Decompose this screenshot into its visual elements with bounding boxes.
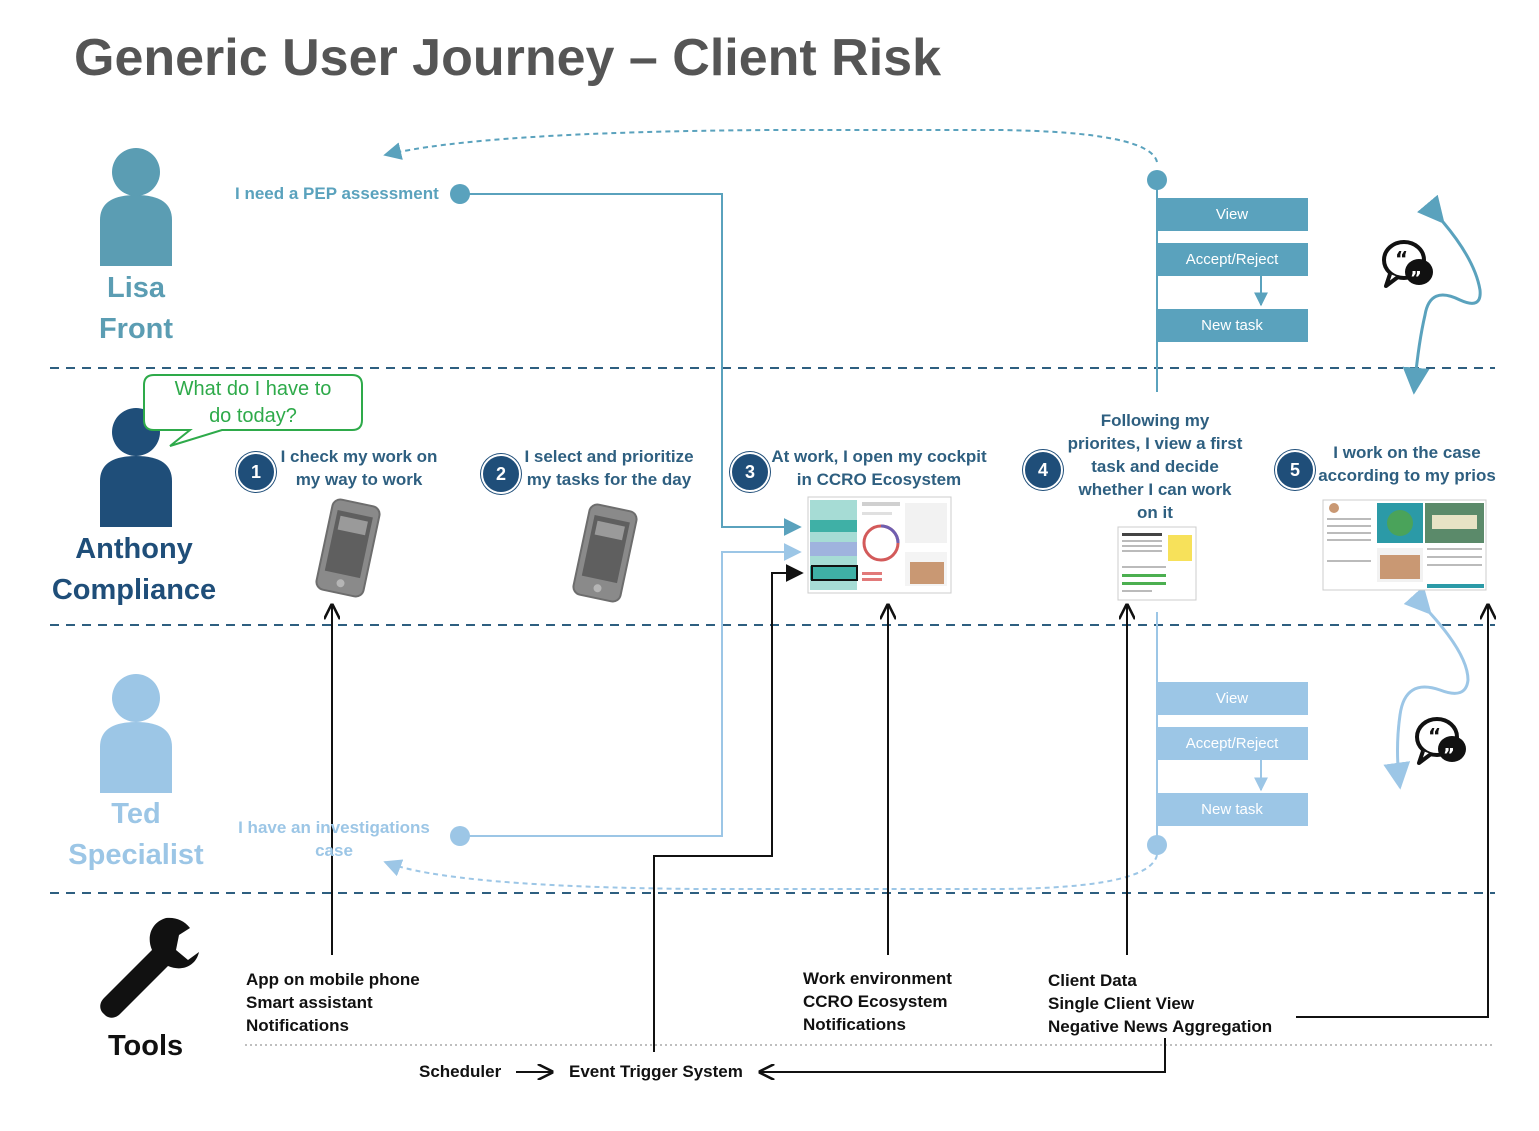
step-line: I check my work on <box>280 447 438 466</box>
lisa-feedback-loop <box>383 129 1158 163</box>
wrench-icon <box>100 917 199 1018</box>
tools-group-mobile: App on mobile phone Smart assistant Noti… <box>246 968 420 1037</box>
persona-lisa: Lisa Front <box>36 268 236 350</box>
tool-item: Smart assistant <box>246 993 373 1012</box>
ted-feedback-loop <box>383 854 1158 890</box>
tools-group-work-environment: Work environment CCRO Ecosystem Notifica… <box>803 967 952 1036</box>
tools-arrow-news <box>1296 605 1488 1018</box>
lisa-new-task-action[interactable]: New task <box>1156 309 1308 342</box>
cockpit-screenshot-thumbnail <box>807 496 952 594</box>
ted-user-icon <box>100 674 172 793</box>
tool-item: CCRO Ecosystem <box>803 992 948 1011</box>
lisa-request-connector <box>460 193 802 536</box>
tool-item: Work environment <box>803 969 952 988</box>
step-line: in CCRO Ecosystem <box>796 470 962 489</box>
phone-icon-step-1 <box>315 498 381 598</box>
step-4-badge: 4 <box>1023 450 1063 490</box>
tools-label: Tools <box>108 1030 184 1062</box>
tool-item: Notifications <box>246 1016 349 1035</box>
step-2-badge: 2 <box>481 454 521 494</box>
step-line: task and decide <box>1091 457 1219 476</box>
step-4-text: Following my priorites, I view a first t… <box>1060 409 1250 524</box>
svg-text:”: ” <box>1410 268 1422 289</box>
svg-text:“: “ <box>1428 724 1441 748</box>
svg-text:”: ” <box>1443 745 1455 766</box>
step-3-badge: 3 <box>730 452 770 492</box>
phone-icon-step-2 <box>572 503 638 603</box>
persona-anthony: Anthony Compliance <box>34 529 234 611</box>
ted-request-line: case <box>315 841 353 860</box>
persona-role: Front <box>98 313 174 345</box>
step-line: At work, I open my cockpit <box>771 447 987 466</box>
step-line: priorites, I view a first <box>1067 434 1243 453</box>
scheduler-label: Scheduler <box>419 1062 502 1081</box>
event-trigger-connector <box>653 564 804 1052</box>
ted-request-line: I have an investigations <box>238 818 430 837</box>
step-1-badge: 1 <box>236 452 276 492</box>
step-5-badge: 5 <box>1275 450 1315 490</box>
tool-item: Notifications <box>803 1015 906 1034</box>
lisa-chat-icon: “ ” <box>1382 240 1433 289</box>
persona-name: Anthony <box>75 533 193 565</box>
lisa-interaction-arrow <box>1402 194 1482 395</box>
thought-bubble-text: What do I have to do today? <box>144 376 362 430</box>
case-screenshot-thumbnail <box>1322 499 1487 591</box>
tool-item: Negative News Aggregation <box>1048 1017 1273 1036</box>
step-2-text: I select and prioritize my tasks for the… <box>516 445 702 491</box>
tools-group-client-data: Client Data Single Client View Negative … <box>1048 969 1272 1038</box>
persona-ted: Ted Specialist <box>36 794 236 876</box>
step-line: according to my prios <box>1318 466 1496 485</box>
step-3-text: At work, I open my cockpit in CCRO Ecosy… <box>766 445 992 491</box>
step-line: I work on the case <box>1333 443 1481 462</box>
persona-role: Compliance <box>51 574 217 606</box>
persona-name: Ted <box>111 798 161 830</box>
page-title: Generic User Journey – Client Risk <box>74 29 942 87</box>
persona-role: Specialist <box>68 839 204 871</box>
ted-request-text: I have an investigations case <box>234 816 434 862</box>
news-to-trigger-arrow <box>760 1038 1166 1072</box>
ted-chat-icon: “ ” <box>1415 717 1466 766</box>
task-screenshot-thumbnail <box>1117 526 1197 601</box>
svg-text:“: “ <box>1395 247 1408 271</box>
persona-name: Lisa <box>106 272 166 304</box>
step-5-text: I work on the case according to my prios <box>1312 441 1502 487</box>
ted-request-connector <box>460 543 802 837</box>
step-line: on it <box>1137 503 1173 522</box>
thought-bubble <box>143 374 363 447</box>
step-line: I select and prioritize <box>524 447 694 466</box>
lisa-user-icon <box>100 148 172 266</box>
ted-interaction-arrow <box>1383 585 1470 790</box>
lisa-view-action[interactable]: View <box>1156 198 1308 231</box>
event-trigger-label: Event Trigger System <box>569 1062 743 1081</box>
tool-item: App on mobile phone <box>246 970 420 989</box>
ted-accept-reject-action[interactable]: Accept/Reject <box>1156 727 1308 760</box>
lisa-request-text: I need a PEP assessment <box>235 184 439 203</box>
step-line: whether I can work <box>1078 480 1232 499</box>
tool-item: Client Data <box>1048 971 1137 990</box>
step-line: my tasks for the day <box>526 470 692 489</box>
step-1-text: I check my work on my way to work <box>274 445 444 491</box>
ted-new-task-action[interactable]: New task <box>1156 793 1308 826</box>
thought-line: What do I have to <box>174 378 332 400</box>
lisa-accept-reject-action[interactable]: Accept/Reject <box>1156 243 1308 276</box>
ted-view-action[interactable]: View <box>1156 682 1308 715</box>
thought-line: do today? <box>209 405 297 427</box>
step-line: my way to work <box>295 470 423 489</box>
tool-item: Single Client View <box>1048 994 1195 1013</box>
step-line: Following my <box>1100 411 1210 430</box>
